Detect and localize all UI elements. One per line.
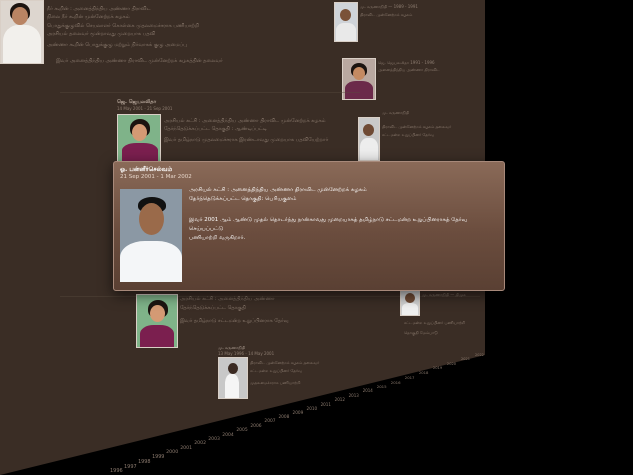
faint-text: பொதுக்குழுவில் செயலாளர் கொள்கை முதலமைச்ச… [47,23,200,29]
faint-text: அண்ணா கூறின் பொதுக்குழு மற்றும் நிர்வாகக… [47,42,187,48]
popup-party: அரசியல் கட்சி : அனைத்திந்திய அண்ணா திராவ… [189,187,367,193]
portrait-thumbnail[interactable] [218,357,248,399]
timeline-year-label[interactable]: 2016 [390,379,401,385]
faint-text: சட்டமன்ற உறுப்பினர் தேர்வு [382,132,434,137]
faint-text: திராவிட முன்னேற்றக் கழகம் [360,12,413,17]
faint-text: சட்டமன்ற உறுப்பினர் தேர்வு [250,368,302,373]
timeline-year-label[interactable]: 2008 [278,414,290,420]
portrait-thumbnail[interactable] [136,294,178,348]
faint-text: தேர்ந்தெடுக்கப்பட்ட தொகுதி : ஆண்டிப்பட்ட… [164,126,267,132]
timeline-year-label[interactable]: 2005 [236,428,248,434]
timeline-year-label[interactable]: 2020 [446,361,457,366]
timeline-year-label[interactable]: 2015 [376,383,387,389]
portrait-thumbnail[interactable] [334,2,358,42]
faint-text: நிலை நீர் கூறின் முன்னேற்றக் கழகம் [47,14,130,20]
timeline-year-label[interactable]: 2013 [348,392,359,398]
timeline-year-label[interactable]: 2001 [180,445,193,451]
popup-bio-text: இவர் 2001 ஆம் ஆண்டு முதல் தொடர்ந்து நான்… [189,216,494,243]
faint-text: சட்டமன்ற உறுப்பினர் பணியாற்றி [404,320,466,325]
faint-text: மு. கருணாநிதி — திமுக [422,292,466,297]
card-name: மு. கருணாநிதி [218,345,246,350]
portrait-thumbnail[interactable] [0,0,44,64]
portrait-thumbnail[interactable] [400,288,420,316]
row-divider [60,92,360,93]
timeline-year-label[interactable]: 2010 [306,406,318,412]
faint-text: திராவிட முன்னேற்றக் கழகம் தலைவர் [382,124,452,129]
timeline-year-label[interactable]: 2012 [334,397,345,403]
timeline-year-label[interactable]: 2006 [250,423,262,429]
portrait-thumbnail[interactable] [117,114,161,162]
faint-text: திராவிட முன்னேற்றக் கழகம் தலைவர் [250,360,320,365]
faint-text: இவர் தமிழ்நாடு சட்டமன்ற உறுப்பினராக தேர்… [180,318,289,324]
card-dates: 13 May 1996 - 14 May 2001 [218,351,275,356]
popup-dates: 21 Sep 2001 - 1 Mar 2002 [120,174,192,180]
portrait-thumbnail[interactable] [358,117,380,161]
popup-bio-end: பணியாற்றி வருகிறார். [189,235,246,241]
timeline-year-label[interactable]: 1997 [124,463,137,470]
faint-text: மு. கருணாநிதி — 1989 - 1991 [360,4,418,9]
timeline-year-label[interactable]: 2004 [222,432,234,438]
popup-name: ஓ. பன்னீர்செல்வம் [120,166,173,173]
faint-text: அரசியல் தலைவர் மூன்றாவது முறையாக பதவி [47,31,156,37]
faint-text: நீர் கூறின் : அனைத்திந்திய அண்ணா திராவிட [47,6,151,12]
timeline-year-label[interactable]: 2017 [404,375,415,381]
timeline-year-label[interactable]: 2009 [292,410,304,416]
popup-portrait[interactable] [120,189,182,282]
faint-text: தேர்ந்தெடுக்கப்பட்ட தொகுதி [180,305,246,311]
popup-constituency: தேர்ந்தெடுக்கப்பட்ட தொகுதி: பெரியகுளம் [189,196,297,202]
timeline-year-label[interactable]: 2014 [362,388,373,394]
popup-bio: இவர் 2001 ஆம் ஆண்டு முதல் தொடர்ந்து நான்… [189,217,467,232]
detail-popup[interactable]: ஓ. பன்னீர்செல்வம் 21 Sep 2001 - 1 Mar 20… [113,161,505,291]
faint-text: முதலமைச்சராக பணியாற்றி [250,380,301,385]
timeline-year-label[interactable]: 1998 [138,459,151,466]
faint-text: அனைத்திந்திய அண்ணா திராவிட [378,67,440,72]
row-divider [60,296,480,297]
timeline-year-label[interactable]: 2022 [475,353,484,357]
card-name: ஜெ. ஜெயலலிதா [117,99,157,105]
faint-text: அரசியல் கட்சி : அனைத்திந்திய அண்ணா [180,296,275,302]
timeline-year-label[interactable]: 2002 [194,441,207,447]
card-dates: 14 May 2001 - 21 Sep 2001 [117,106,173,111]
faint-text: அரசியல் கட்சி : அனைத்திந்திய அண்ணா திராவ… [164,118,326,124]
portrait-thumbnail[interactable] [342,58,376,100]
timeline-year-label[interactable]: 2018 [418,370,429,375]
timeline-year-label[interactable]: 2000 [166,450,179,456]
faint-text: ஜெ. ஜெயலலிதா 1991 - 1996 [378,60,435,65]
timeline-year-label[interactable]: 2021 [460,357,470,362]
faint-text: இவர் அனைத்திந்திய அண்ணா திராவிட முன்னேற்… [56,58,223,64]
timeline-year-label[interactable]: 2003 [208,437,220,443]
faint-text: தொகுதி மேம்பாடு [404,330,438,335]
timeline-year-label[interactable]: 2011 [320,401,332,407]
timeline-year-label[interactable]: 2007 [264,419,276,425]
popup-party-text: அரசியல் கட்சி : அனைத்திந்திய அண்ணா திராவ… [189,186,489,204]
faint-text: இவர் தமிழ்நாடு முதலமைச்சராக இரண்டாவது மு… [164,137,329,143]
timeline-year-label[interactable]: 2019 [432,366,443,371]
faint-text: மு. கருணாநிதி [382,110,410,115]
timeline-year-label[interactable]: 1999 [152,454,165,460]
timeline-year-label[interactable]: 1996 [110,468,123,474]
